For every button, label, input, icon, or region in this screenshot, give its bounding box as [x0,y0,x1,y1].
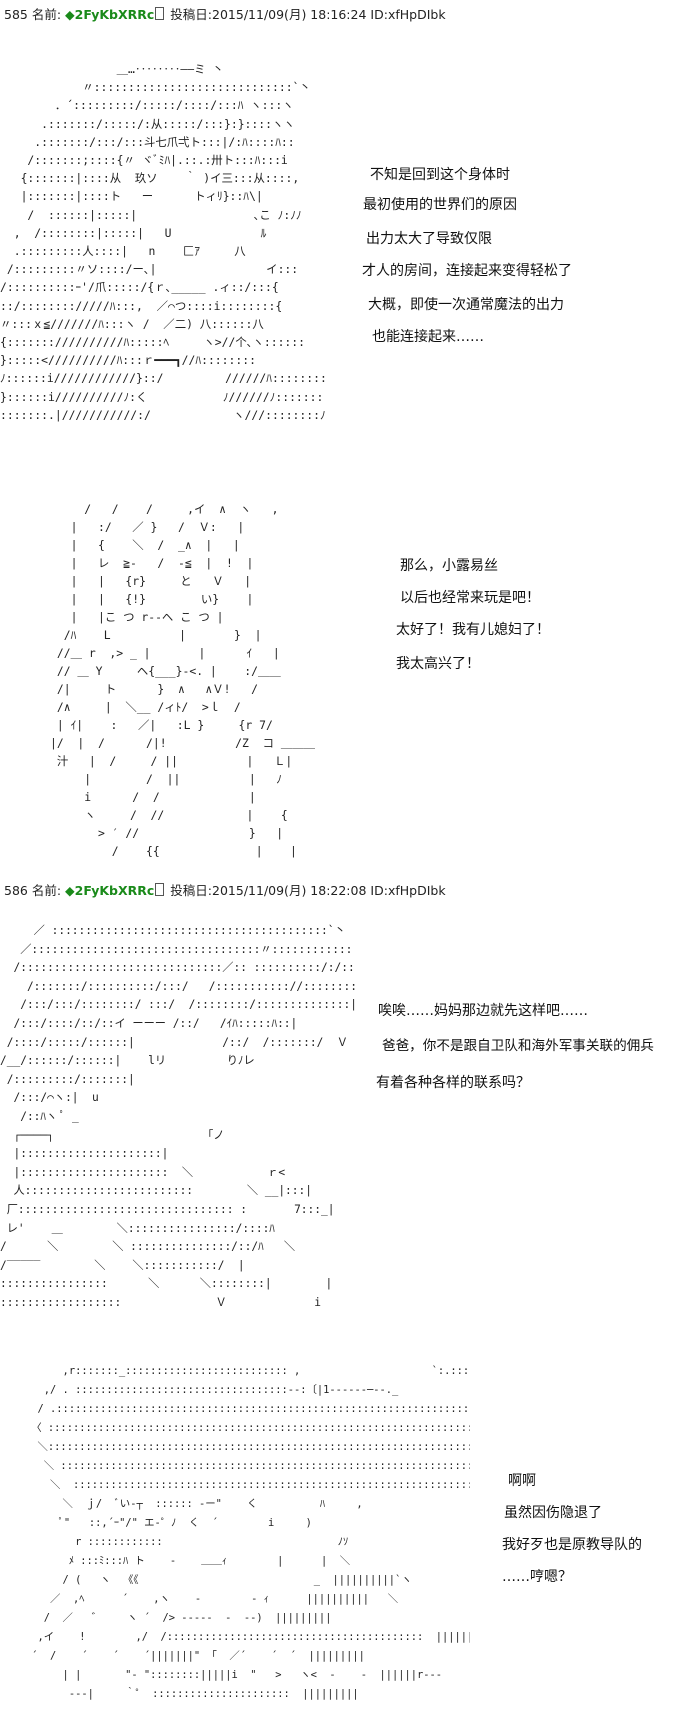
missing-glyph-icon [155,7,165,20]
dialogue-line: 有着各种各样的联系吗？ [376,1075,530,1091]
missing-glyph-icon [155,883,165,896]
dialogue-line: 我好歹也是原教导队的 [502,1537,642,1553]
dialogue-line: 太好了！我有儿媳妇了！ [396,622,550,638]
trip-code[interactable]: 2FyKbXRRc [74,7,155,22]
dialogue-line: 爸爸，你不是跟自卫队和海外军事关联的佣兵 [382,1038,654,1054]
post-header: 585 名前: ◆2FyKbXRRc 投稿日:2015/11/09(月) 18:… [4,4,446,23]
dialogue-line: 唉唉……妈妈那边就先这样吧…… [378,1003,588,1019]
dialogue-line: 虽然因伤隐退了 [504,1505,602,1521]
dialogue-block: 唉唉……妈妈那边就先这样吧…… 爸爸，你不是跟自卫队和海外军事关联的佣兵 有着各… [376,1000,700,1100]
name-label: 名前: [31,883,62,898]
name-label: 名前: [31,7,62,22]
trip-diamond-icon: ◆ [65,883,75,898]
dialogue-line: 以后也经常来玩是吧！ [400,590,540,606]
ascii-art-character: ＿…‥‥‥‥――ミ 丶 〃:::::::::::::::::::::::::::… [0,62,327,422]
post-number: 586 [4,883,28,898]
posted-label: 投稿日: [170,7,213,22]
poster-id: ID:xfHpDIbk [370,7,446,22]
post-date: 2015/11/09(月) 18:22:08 [212,883,367,898]
posted-label: 投稿日: [170,883,213,898]
ascii-art-character: ,r:::::::_:::::::::::::::::::::::::: , `… [31,1365,470,1700]
post-header: 586 名前: ◆2FyKbXRRc 投稿日:2015/11/09(月) 18:… [4,880,446,899]
dialogue-line: 才人的房间，连接起来变得轻松了 [362,263,572,279]
ascii-art-character: / / / ,イ ∧ ヽ , | :/ ／ } / Ｖ: | | { ＼ / _… [50,502,316,858]
trip-diamond-icon: ◆ [65,7,75,22]
poster-id: ID:xfHpDIbk [370,883,446,898]
dialogue-line: 也能连接起来…… [372,329,484,345]
dialogue-block: 不知是回到这个身体时 最初使用的世界们的原因 出力太大了导致仅限 才人的房间，连… [358,164,688,384]
post-number: 585 [4,7,28,22]
dialogue-line: ……哼嗯？ [502,1569,572,1585]
dialogue-line: 不知是回到这个身体时 [370,167,510,183]
dialogue-line: 啊啊 [508,1473,536,1489]
dialogue-block: 那么，小露易丝 以后也经常来玩是吧！ 太好了！我有儿媳妇了！ 我太高兴了！ [396,555,680,685]
dialogue-line: 最初使用的世界们的原因 [363,197,517,213]
trip-code[interactable]: 2FyKbXRRc [74,883,155,898]
dialogue-line: 大概，即使一次通常魔法的出力 [368,297,564,313]
ascii-art-character: ／ ::::::::::::::::::::::::::::::::::::::… [0,924,355,1309]
dialogue-line: 我太高兴了！ [396,656,480,672]
dialogue-line: 那么，小露易丝 [400,558,498,574]
dialogue-block: 啊啊 虽然因伤隐退了 我好歹也是原教导队的 ……哼嗯？ [500,1470,695,1596]
dialogue-line: 出力太大了导致仅限 [366,231,492,247]
post-date: 2015/11/09(月) 18:16:24 [212,7,367,22]
